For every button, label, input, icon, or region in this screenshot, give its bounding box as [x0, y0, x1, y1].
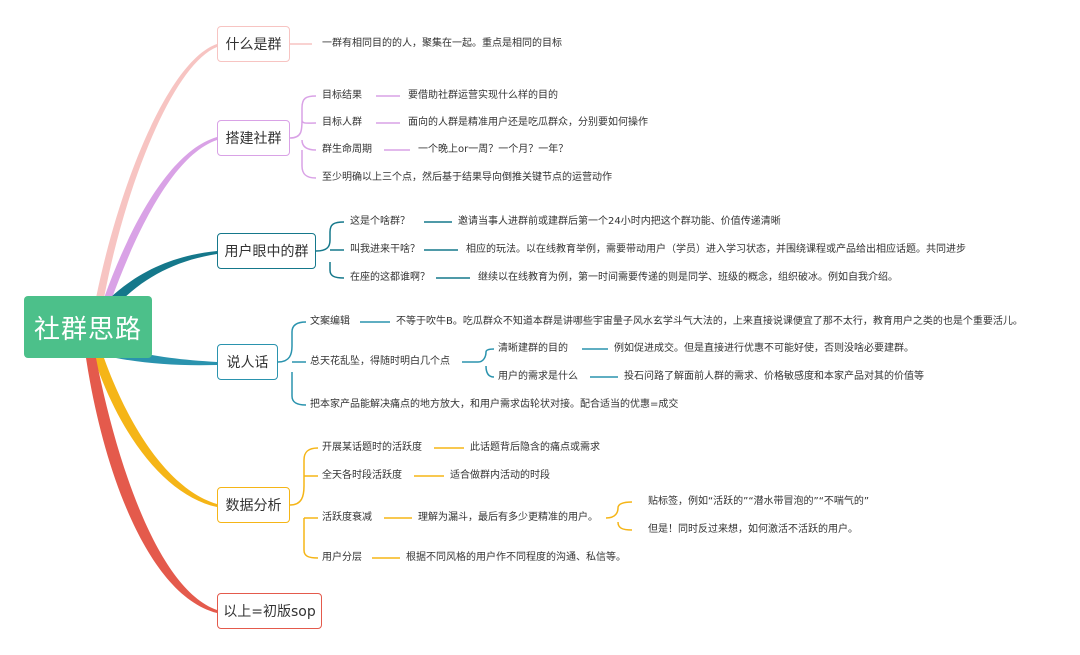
speak-copy-label: 文案编辑: [310, 316, 350, 327]
user-view-item-detail: 继续以在线教育为例，第一时间需要传递的则是同学、班级的概念，组织破冰。例如自我介…: [478, 272, 898, 283]
branch-connector-data: [94, 358, 217, 507]
data-item-detail: 此话题背后隐含的痛点或需求: [470, 442, 600, 453]
branch-user-view[interactable]: 用户眼中的群: [217, 233, 316, 269]
user-view-item-label: 这是个啥群？: [350, 216, 410, 227]
data-decay-sub: 但是！同时反过来想，如何激活不活跃的用户。: [648, 524, 858, 535]
data-layer-detail: 根据不同风格的用户作不同程度的沟通、私信等。: [406, 552, 626, 563]
speak-copy-detail: 不等于吹牛B。吃瓜群众不知道本群是讲哪些宇宙量子风水玄学斗气大法的，上来直接说课…: [396, 316, 1023, 327]
data-decay-detail: 理解为漏斗，最后有多少更精准的用户。: [418, 512, 598, 523]
speak-points-label: 总天花乱坠，得随时明白几个点: [310, 356, 450, 367]
build-note: 至少明确以上三个点，然后基于结果导向倒推关键节点的运营动作: [322, 172, 612, 183]
user-view-item-detail: 相应的玩法。以在线教育举例，需要带动用户（学员）进入学习状态，并围绕课程或产品给…: [466, 244, 966, 255]
branch-what[interactable]: 什么是群: [217, 26, 290, 62]
speak-point-label: 用户的需求是什么: [498, 371, 578, 382]
branch-data[interactable]: 数据分析: [217, 487, 290, 523]
branch-connector-build: [104, 137, 217, 298]
speak-note: 把本家产品能解决痛点的地方放大，和用户需求齿轮状对接。配合适当的优惠=成交: [310, 399, 679, 410]
user-view-item-label: 叫我进来干啥？: [350, 244, 420, 255]
branch-connector-what: [96, 44, 217, 298]
branch-connector-sop: [86, 358, 217, 613]
build-item-label: 群生命周期: [322, 144, 372, 155]
user-view-item-detail: 邀请当事人进群前或建群后第一个24小时内把这个群功能、价值传递清晰: [458, 216, 781, 227]
branch-speak[interactable]: 说人话: [217, 344, 278, 380]
data-item-detail: 适合做群内活动的时段: [450, 470, 550, 481]
branch-sop[interactable]: 以上=初版sop: [217, 593, 322, 629]
build-item-detail: 一个晚上or一周？一个月？一年？: [418, 144, 569, 155]
build-item-detail: 面向的人群是精准用户还是吃瓜群众，分别要如何操作: [408, 117, 648, 128]
data-layer-label: 用户分层: [322, 552, 362, 563]
speak-point-detail: 投石问路了解面前人群的需求、价格敏感度和本家产品对其的价值等: [624, 371, 924, 382]
speak-point-detail: 例如促进成交。但是直接进行优惠不可能好使，否则没啥必要建群。: [614, 343, 914, 354]
root-node[interactable]: 社群思路: [24, 296, 152, 358]
data-item-label: 全天各时段活跃度: [322, 470, 402, 481]
branch-connector-speak: [116, 348, 217, 366]
user-view-item-label: 在座的这都谁啊？: [350, 272, 430, 283]
build-item-detail: 要借助社群运营实现什么样的目的: [408, 90, 558, 101]
speak-point-label: 清晰建群的目的: [498, 343, 568, 354]
branch-build[interactable]: 搭建社群: [217, 120, 290, 156]
what-leaf: 一群有相同目的的人，聚集在一起。重点是相同的目标: [322, 38, 562, 49]
data-decay-label: 活跃度衰减: [322, 512, 372, 523]
data-item-label: 开展某话题时的活跃度: [322, 442, 422, 453]
data-decay-sub: 贴标签，例如“活跃的”“潜水带冒泡的”“不喘气的”: [648, 496, 870, 507]
build-item-label: 目标人群: [322, 117, 362, 128]
build-item-label: 目标结果: [322, 90, 362, 101]
